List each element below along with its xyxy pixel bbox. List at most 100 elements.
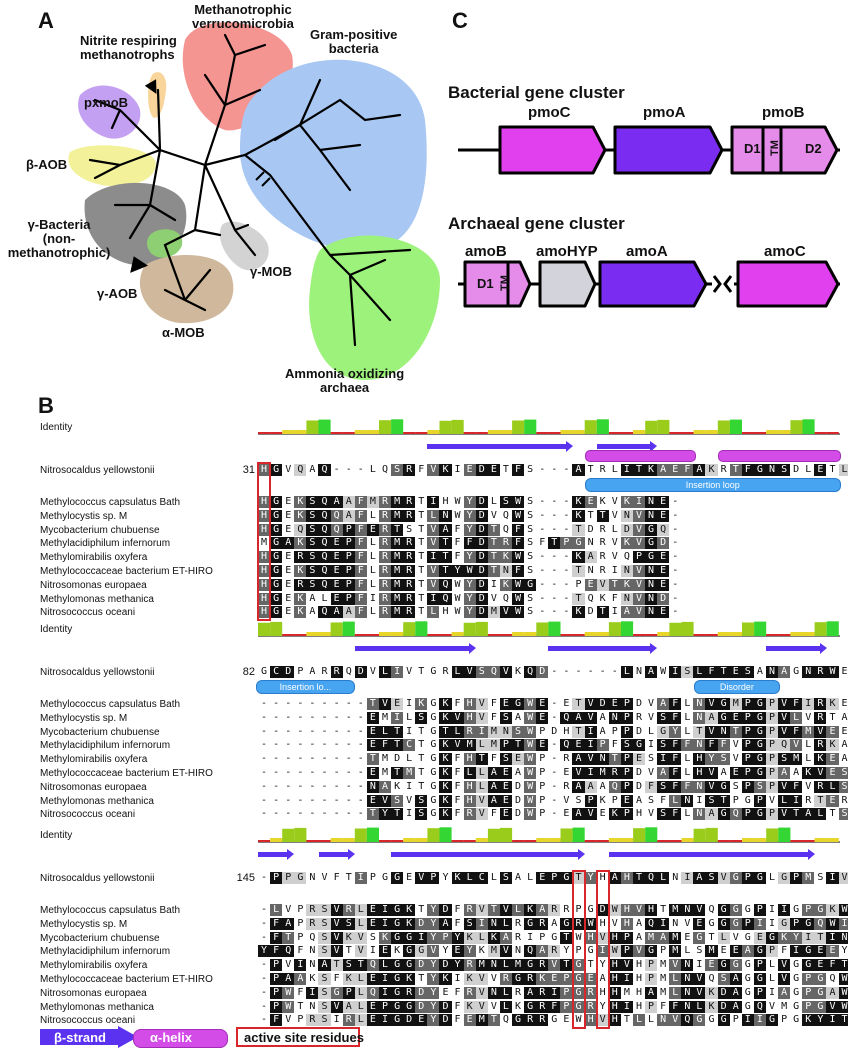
identity-bar — [342, 838, 355, 842]
organism-name: Nitrosomonas europaea — [40, 987, 147, 999]
identity-bar — [524, 419, 537, 434]
identity-bar — [705, 430, 718, 434]
identity-bar — [342, 432, 355, 434]
identity-bar — [427, 634, 440, 636]
identity-bar — [487, 634, 500, 636]
identity-bar — [693, 430, 706, 434]
identity-bar — [366, 634, 379, 636]
identity-label: Identity — [40, 422, 73, 433]
identity-bar — [754, 621, 767, 636]
beta-strand — [318, 849, 356, 860]
identity-bar — [415, 838, 428, 842]
identity-bar — [633, 430, 646, 434]
identity-bar — [512, 420, 525, 434]
identity-bar — [645, 420, 658, 434]
identity-bar — [463, 622, 476, 636]
gene-label-amohyp: amoHYP — [536, 243, 598, 260]
identity-bar — [475, 621, 488, 636]
identity-bar — [560, 634, 573, 636]
reference-name: Nitrosocaldus yellowstonii — [40, 873, 155, 884]
block-start-number: 145 — [236, 872, 255, 884]
identity-bar — [536, 838, 549, 842]
identity-bar — [294, 430, 307, 434]
identity-bar — [705, 827, 718, 842]
identity-bar — [451, 840, 464, 842]
identity-bar — [536, 622, 549, 636]
identity-bar — [512, 840, 525, 842]
organism-name: Nitrosococcus oceani — [40, 1015, 136, 1027]
identity-bar — [366, 430, 379, 434]
clade-amob — [139, 255, 234, 324]
identity-bar — [403, 838, 416, 842]
pmob-d2: D2 — [805, 141, 822, 156]
identity-bar — [596, 419, 609, 434]
identity-bar — [403, 622, 416, 636]
identity-bar — [439, 827, 452, 842]
identity-bar — [475, 838, 488, 842]
organism-name: Methylomonas methanica — [40, 593, 154, 605]
phylogenetic-tree — [68, 22, 440, 380]
identity-bar — [778, 827, 791, 842]
gene-amohyp — [538, 260, 597, 308]
identity-bar — [524, 840, 537, 842]
identity-bar — [742, 432, 755, 434]
legend-strand: β-strand — [54, 1030, 106, 1045]
identity-bar — [391, 419, 404, 434]
organism-name: Nitrosococcus oceani — [40, 809, 136, 821]
identity-bar — [717, 632, 730, 636]
identity-bar — [391, 840, 404, 842]
identity-bar — [669, 840, 682, 842]
identity-bar — [802, 419, 815, 434]
identity-bar — [282, 828, 295, 842]
identity-bar — [608, 622, 621, 636]
gene-label-pmoc: pmoC — [528, 104, 571, 121]
clade-gmob — [219, 221, 269, 271]
identity-bar — [282, 430, 295, 434]
clade-aoa — [309, 235, 440, 380]
identity-bar — [814, 622, 827, 636]
identity-bar — [778, 634, 791, 636]
clade-pxmob — [78, 85, 141, 139]
identity-bar — [318, 840, 331, 842]
identity-bar — [645, 634, 658, 636]
label-baob: β-AOB — [26, 157, 68, 172]
organism-name: Methylocystis sp. M — [40, 510, 128, 522]
gene-label-amoc: amoC — [764, 243, 806, 260]
identity-bar — [645, 827, 658, 842]
identity-bar — [596, 840, 609, 842]
identity-bar — [693, 828, 706, 842]
alpha-helix — [717, 450, 841, 462]
identity-bar — [536, 432, 549, 434]
identity-bar — [657, 632, 670, 636]
identity-bar — [802, 840, 815, 842]
identity-bar — [584, 632, 597, 636]
identity-bar — [729, 840, 742, 842]
gene-pmoc — [498, 125, 607, 175]
identity-bar — [802, 632, 815, 636]
identity-bar — [790, 420, 803, 434]
identity-track — [258, 827, 840, 843]
identity-bar — [548, 838, 561, 842]
identity-bar — [826, 621, 839, 636]
legend-strand-arrow — [40, 1026, 138, 1048]
identity-bar — [572, 634, 585, 636]
identity-bar — [826, 432, 839, 434]
organism-name: Methylomonas methanica — [40, 1001, 154, 1013]
identity-track — [258, 419, 840, 435]
reference-name: Nitrosocaldus yellowstonii — [40, 465, 155, 476]
active-site-box — [257, 462, 272, 622]
identity-bar — [681, 432, 694, 434]
beta-strand — [354, 643, 476, 654]
identity-bar — [669, 622, 682, 636]
identity-bar — [415, 432, 428, 434]
identity-bar — [621, 621, 634, 636]
